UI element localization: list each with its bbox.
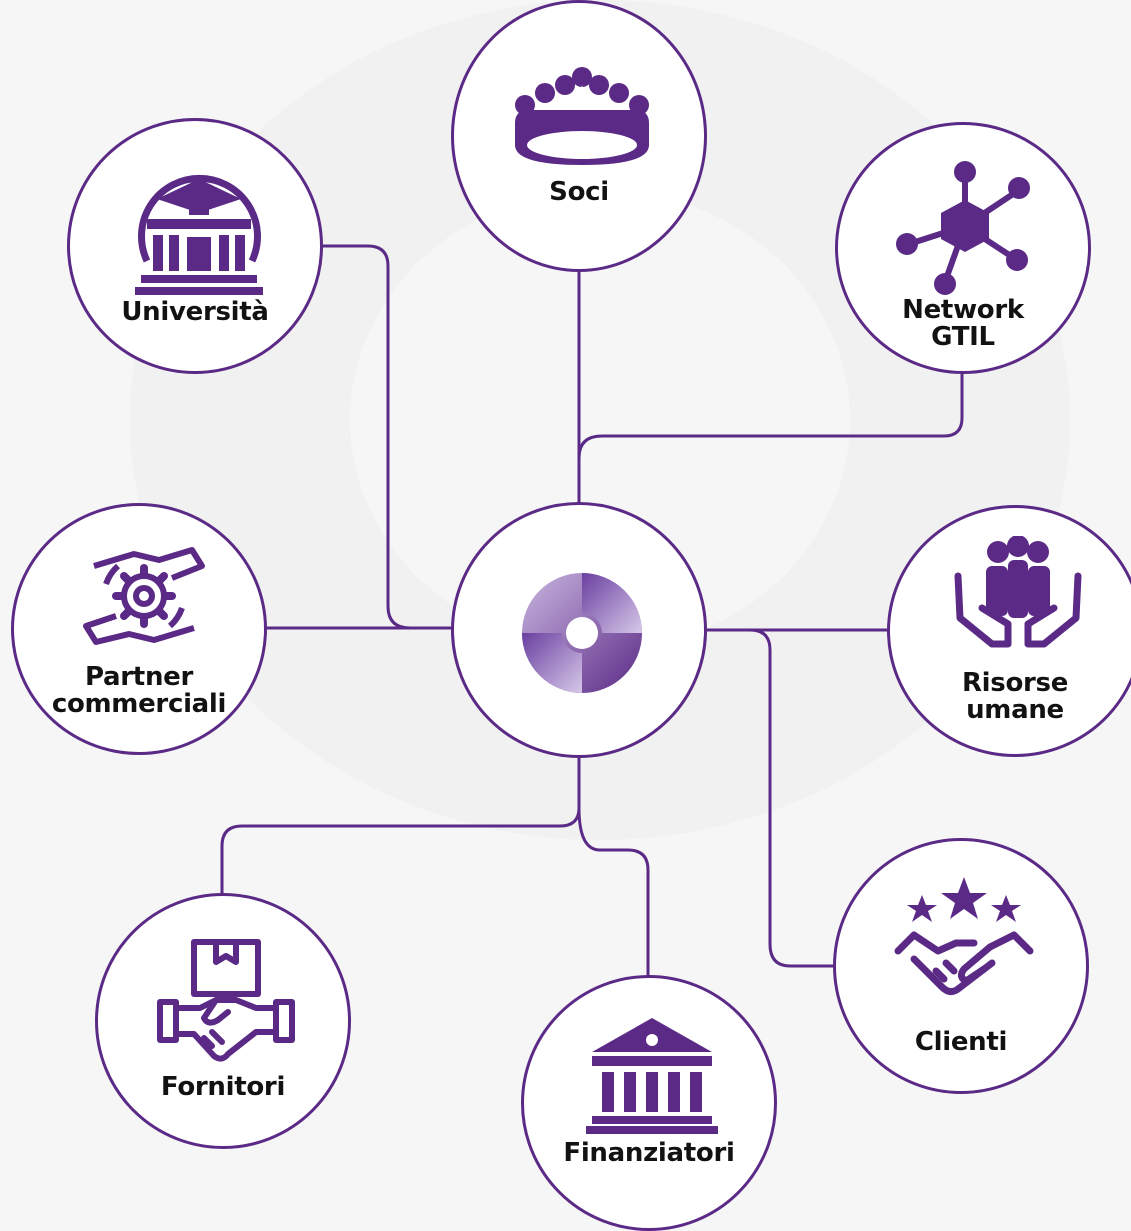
network-hub-icon — [896, 161, 1030, 295]
hands-people-icon — [954, 536, 1082, 648]
node-center — [451, 502, 707, 758]
hands-gear-icon — [83, 547, 205, 645]
node-clienti: Clienti — [833, 838, 1089, 1094]
bank-icon — [586, 1018, 718, 1134]
node-label-line1: Network — [902, 295, 1024, 325]
node-label: Partner commerciali — [14, 664, 264, 718]
node-label-line2: umane — [966, 695, 1064, 725]
box-handshake-icon — [157, 939, 295, 1062]
connector-finanziatori — [577, 806, 650, 977]
node-network: Network GTIL — [835, 122, 1091, 374]
node-risorse: Risorse umane — [887, 505, 1131, 757]
node-label: Soci — [549, 177, 609, 207]
connector-fornitori — [220, 806, 581, 895]
node-label-line2: commerciali — [51, 689, 227, 719]
node-label: Fornitori — [160, 1072, 286, 1102]
connector-network — [577, 370, 964, 460]
node-fornitori: Fornitori — [95, 893, 351, 1149]
node-label: Università — [121, 297, 269, 327]
node-soci: Soci — [451, 0, 707, 272]
university-building-icon — [135, 174, 263, 295]
node-finanziatori: Finanziatori — [521, 975, 777, 1231]
node-partner: Partner commerciali — [11, 503, 267, 755]
connector-universita — [320, 244, 457, 630]
node-label-line1: Risorse — [961, 668, 1069, 698]
meeting-table-icon — [515, 67, 649, 165]
node-label: Risorse umane — [890, 670, 1131, 724]
node-universita: Università — [67, 118, 323, 374]
node-label: Clienti — [914, 1027, 1008, 1057]
node-label-line1: Partner — [84, 662, 194, 692]
node-label-line2: GTIL — [931, 322, 995, 352]
node-label: Network GTIL — [838, 297, 1088, 351]
connector-clienti — [748, 628, 837, 968]
node-label: Finanziatori — [563, 1138, 735, 1168]
stars-handshake-icon — [894, 877, 1034, 996]
gt-swirl-icon — [522, 573, 642, 693]
